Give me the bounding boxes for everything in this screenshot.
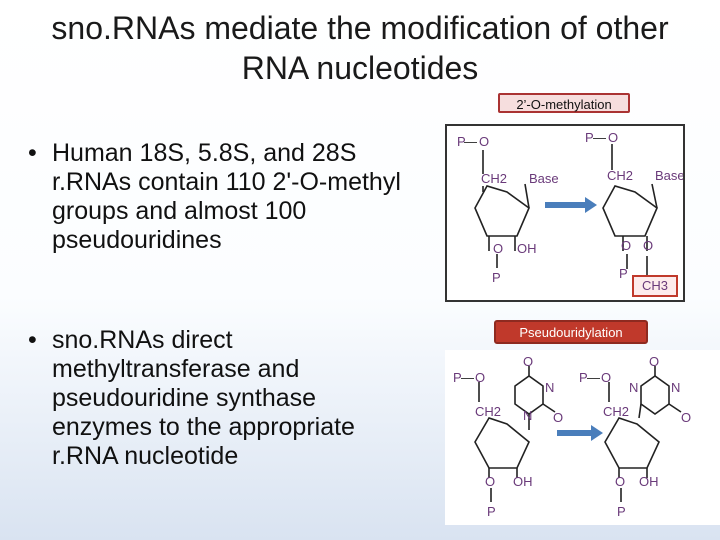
left-n2-label: N <box>523 408 532 423</box>
right-o-bottom-label: O <box>615 474 625 489</box>
right-o1-label: O <box>621 238 631 253</box>
slide-title: sno.RNAs mediate the modification of oth… <box>0 8 720 88</box>
methylation-structure-svg: P — O CH2 Base O OH P P — O CH2 Base O O… <box>457 130 685 285</box>
methylation-diagram: P — O CH2 Base O OH P P — O CH2 Base O O… <box>445 124 685 302</box>
left-p-label: P <box>492 270 501 285</box>
right-oh-label: OH <box>639 474 659 489</box>
left-ch2-label: CH2 <box>481 171 507 186</box>
svg-text:—: — <box>464 134 477 149</box>
svg-text:—: — <box>593 130 606 145</box>
svg-text:—: — <box>587 370 600 385</box>
right-o2-label: O <box>643 238 653 253</box>
right-o-top-label: O <box>649 354 659 369</box>
left-oh-label: OH <box>513 474 533 489</box>
bullet-text: sno.RNAs direct methyltransferase and ps… <box>52 326 355 470</box>
pseudouridylation-label: Pseudouridylation <box>494 320 648 344</box>
left-phosphate-label: P <box>453 370 462 385</box>
pseudouridylation-diagram: P — O O N N O CH2 O OH P P — O O N N O C… <box>445 350 720 525</box>
left-o-ring-label: O <box>535 436 545 451</box>
svg-text:—: — <box>461 370 474 385</box>
ch3-group-label: CH3 <box>632 275 678 297</box>
right-p-label: P <box>619 266 628 281</box>
left-base-label: Base <box>529 171 559 186</box>
left-n1-label: N <box>545 380 554 395</box>
methylation-label: 2’-O-methylation <box>498 93 630 113</box>
left-p-label: P <box>487 504 496 519</box>
right-n2-label: N <box>671 380 680 395</box>
right-phosphate-label: P <box>579 370 588 385</box>
right-oxygen-label: O <box>601 370 611 385</box>
right-phosphate-label: P <box>585 130 594 145</box>
title-line-1: sno.RNAs mediate the modification of oth… <box>51 10 669 46</box>
left-phosphate-label: P <box>457 134 466 149</box>
bullet-marker: • <box>28 139 37 167</box>
left-o-label: O <box>493 241 503 256</box>
right-p-label: P <box>617 504 626 519</box>
left-o-top-label: O <box>523 354 533 369</box>
right-o-side-label: O <box>681 410 691 425</box>
left-o-bottom-label: O <box>485 474 495 489</box>
left-o-side-label: O <box>553 410 563 425</box>
left-oh-label: OH <box>517 241 537 256</box>
right-base-label: Base <box>655 168 683 183</box>
right-o-ring-label: O <box>665 436 675 451</box>
left-ch2-label: CH2 <box>475 404 501 419</box>
right-ch2-label: CH2 <box>607 168 633 183</box>
right-oxygen-label: O <box>608 130 618 145</box>
pseudouridylation-structure-svg: P — O O N N O CH2 O OH P P — O O N N O C… <box>453 354 691 519</box>
bullet-marker: • <box>28 326 37 354</box>
left-oxygen-label: O <box>475 370 485 385</box>
bullet-text: Human 18S, 5.8S, and 28S r.RNAs contain … <box>52 139 401 254</box>
left-oxygen-label: O <box>479 134 489 149</box>
right-n1-label: N <box>629 380 638 395</box>
title-line-2: RNA nucleotides <box>241 50 479 86</box>
right-ch2-label: CH2 <box>603 404 629 419</box>
